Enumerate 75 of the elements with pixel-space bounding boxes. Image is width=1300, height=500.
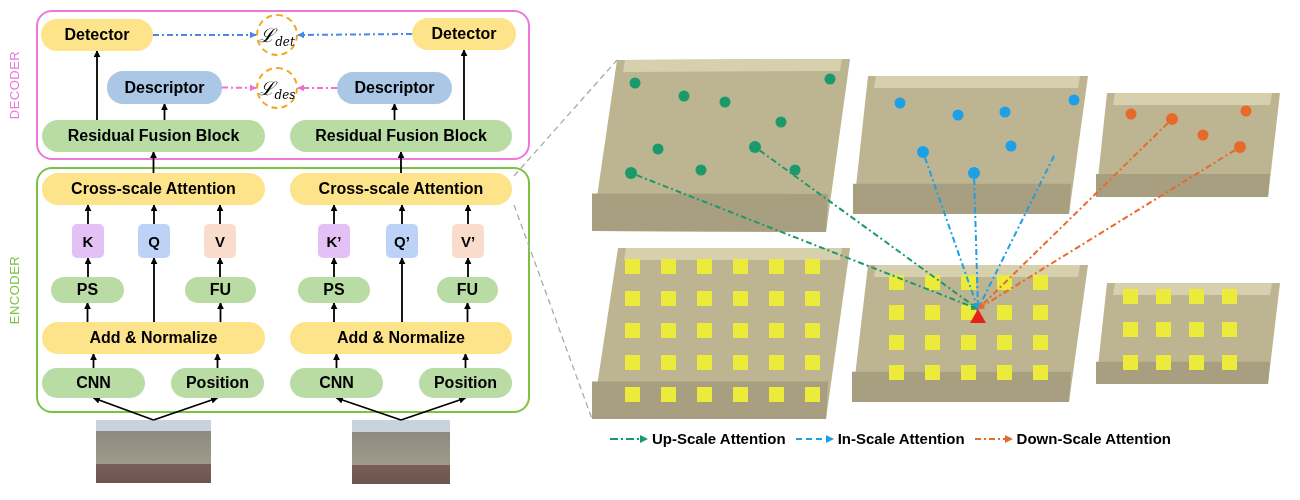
- module-box: FU: [185, 277, 256, 303]
- arrow: [973, 178, 982, 310]
- arrow: [464, 204, 472, 225]
- module-box: Descriptor: [337, 72, 452, 104]
- arrow: [464, 257, 472, 278]
- module-box: Add & Normalize: [290, 322, 512, 354]
- module-box: Add & Normalize: [42, 322, 265, 354]
- module-box: Detector: [41, 19, 153, 51]
- arrow: [92, 396, 155, 421]
- arrow: [90, 353, 97, 369]
- token-box: Q’: [386, 224, 418, 258]
- arrow: [152, 31, 257, 39]
- arrow: [150, 257, 158, 323]
- arrow: [297, 84, 338, 92]
- arrow: [464, 302, 471, 323]
- module-box: CNN: [42, 368, 145, 398]
- arrow: [216, 204, 224, 225]
- module-box: Position: [419, 368, 512, 398]
- arrow: [84, 302, 91, 323]
- arrow: [84, 204, 92, 225]
- section-label: ENCODER: [6, 255, 22, 325]
- arrow: [217, 302, 224, 323]
- photo-placeholder: [352, 420, 450, 484]
- arrow: [221, 84, 257, 92]
- module-box: Cross-scale Attention: [42, 173, 265, 205]
- arrow: [758, 149, 979, 310]
- module-box: Descriptor: [107, 71, 222, 104]
- arrow: [977, 155, 1055, 310]
- module-box: Cross-scale Attention: [290, 173, 512, 205]
- module-box: Position: [171, 368, 264, 398]
- module-box: Detector: [412, 18, 516, 50]
- arrow: [335, 396, 402, 421]
- arrow: [93, 50, 101, 121]
- arrow: [150, 151, 157, 174]
- arrow: [460, 49, 468, 121]
- arrow: [391, 103, 398, 121]
- module-box: PS: [51, 277, 124, 303]
- token-box: V: [204, 224, 236, 258]
- arrow: [977, 149, 1236, 310]
- arrow: [330, 257, 338, 278]
- arrow: [214, 353, 221, 369]
- arrow: [635, 174, 979, 310]
- query-triangle: [970, 309, 986, 323]
- token-box: Q: [138, 224, 170, 258]
- arrow: [152, 396, 219, 421]
- module-box: Residual Fusion Block: [42, 120, 265, 152]
- module-box: FU: [437, 277, 498, 303]
- loss-circle: ℒ$_{des}$: [256, 67, 298, 109]
- arrow: [977, 122, 1169, 310]
- photo-placeholder: [96, 420, 211, 483]
- legend-label: Down-Scale Attention: [1016, 430, 1172, 447]
- module-box: CNN: [290, 368, 383, 398]
- arrow: [330, 204, 338, 225]
- arrow: [400, 396, 467, 421]
- arrow: [216, 257, 224, 278]
- module-box: PS: [298, 277, 370, 303]
- loss-circle: ℒ$_{det}$: [256, 14, 298, 56]
- section-label: DECODER: [6, 50, 22, 120]
- legend-label: Up-Scale Attention: [652, 430, 786, 447]
- arrow: [330, 302, 338, 323]
- arrow: [398, 257, 406, 323]
- arrow: [161, 103, 168, 121]
- arrow: [398, 204, 406, 225]
- token-box: K’: [318, 224, 350, 258]
- token-box: V’: [452, 224, 484, 258]
- module-box: Residual Fusion Block: [290, 120, 512, 152]
- arrow: [297, 31, 413, 39]
- arrow: [924, 156, 980, 310]
- arrow: [397, 151, 405, 174]
- arrow: [84, 257, 92, 278]
- arrow: [150, 204, 158, 225]
- arrow: [462, 353, 469, 369]
- token-box: K: [72, 224, 104, 258]
- legend-label: In-Scale Attention: [837, 430, 965, 447]
- arrow: [333, 353, 340, 369]
